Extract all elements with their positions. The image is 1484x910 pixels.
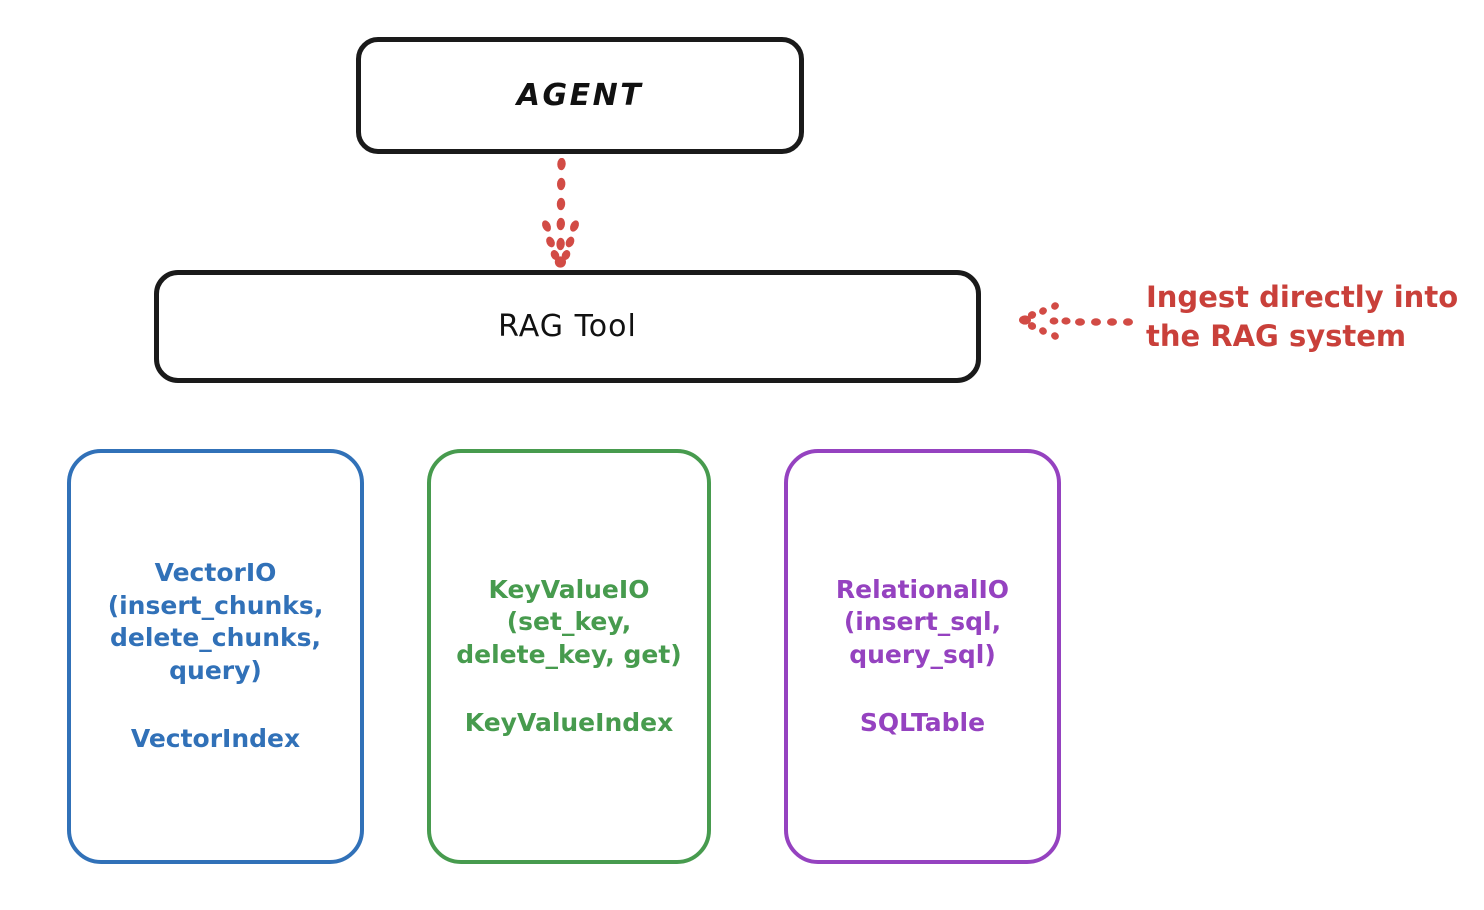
annotation-ingest-note: Ingest directly into the RAG system bbox=[1146, 280, 1459, 353]
node-agent-label: AGENT bbox=[516, 77, 644, 113]
node-key-value-io-api-label: KeyValueIO (set_key, delete_key, get) bbox=[456, 574, 682, 669]
node-relational-io[interactable]: RelationalIO (insert_sql, query_sql) SQL… bbox=[784, 449, 1061, 864]
node-vector-io-api-label: VectorIO (insert_chunks, delete_chunks, … bbox=[107, 558, 324, 685]
node-rag-tool-label: RAG Tool bbox=[498, 308, 637, 344]
node-key-value-io-index-label: KeyValueIndex bbox=[464, 708, 674, 737]
node-relational-io-api-label: RelationalIO (insert_sql, query_sql) bbox=[835, 574, 1010, 669]
edge-ingest-to-rag-tool bbox=[1018, 296, 1134, 342]
node-vector-io-index-label: VectorIndex bbox=[130, 724, 301, 754]
node-rag-tool[interactable]: RAG Tool bbox=[154, 270, 981, 383]
edge-agent-to-rag-tool bbox=[521, 157, 601, 270]
dotted-down-arrow-icon bbox=[542, 157, 579, 268]
node-relational-io-index-label: SQLTable bbox=[859, 708, 986, 737]
node-vector-io[interactable]: VectorIO (insert_chunks, delete_chunks, … bbox=[67, 449, 364, 864]
dotted-left-arrow-icon bbox=[1019, 302, 1133, 340]
node-key-value-io[interactable]: KeyValueIO (set_key, delete_key, get) Ke… bbox=[427, 449, 711, 864]
node-agent[interactable]: AGENT bbox=[356, 37, 804, 154]
